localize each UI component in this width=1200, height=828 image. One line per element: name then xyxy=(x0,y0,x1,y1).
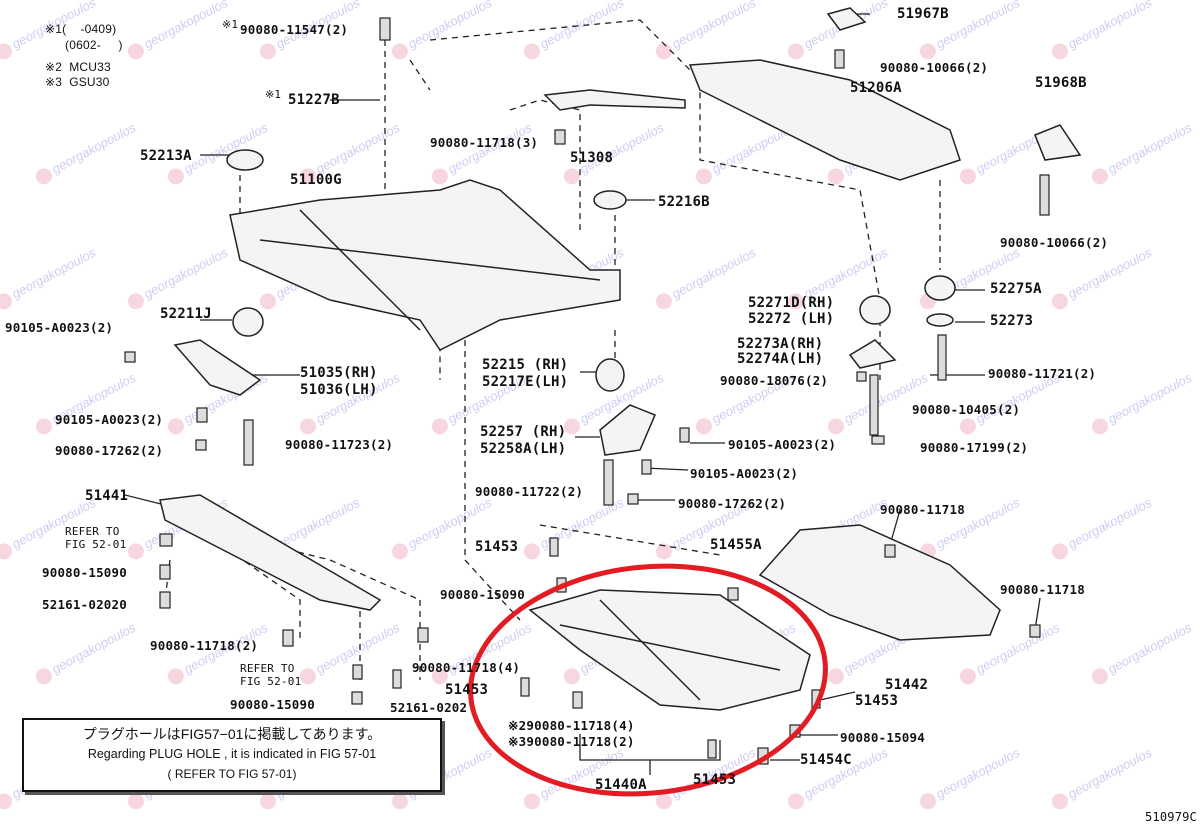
part-number-label: ※390080-11718(2) xyxy=(508,734,635,749)
stabilizer-link-51308 xyxy=(543,89,686,111)
part-number-label: 90080-11721(2) xyxy=(988,366,1097,381)
bracket-52273A xyxy=(848,339,897,369)
figure-code: 510979C xyxy=(1145,810,1197,824)
part-number-label: 52271D(RH) xyxy=(748,295,835,311)
part-number-label: 90105-A0023(2) xyxy=(690,466,799,481)
part-number-label: 52258A(LH) xyxy=(480,441,567,457)
part-number-label: ※1 xyxy=(222,18,239,31)
bracket-51967B xyxy=(826,7,867,31)
part-number-label: 90080-10066(2) xyxy=(880,60,989,75)
note-1a: ※1( -0409) xyxy=(45,22,117,36)
under-cover-51441 xyxy=(159,494,382,611)
part-number-label: 52161-02020 xyxy=(42,597,127,612)
part-number-label: 51227B xyxy=(288,92,340,108)
part-number-label: 51100G xyxy=(290,172,342,188)
part-number-label: 90080-15090 xyxy=(230,697,315,712)
part-number-label: 90080-11718 xyxy=(880,502,965,517)
part-number-label: 52161-0202 xyxy=(390,700,468,715)
plug-hole-note: プラグホールはFIG57−01に掲載してあります。 Regarding PLUG… xyxy=(22,718,442,792)
part-number-label: 51441 xyxy=(85,488,129,504)
part-number-label: 51035(RH) xyxy=(300,365,378,381)
part-number-label: 90080-18076(2) xyxy=(720,373,829,388)
part-number-label: 52272 (LH) xyxy=(748,311,835,327)
part-number-label: 90080-15090 xyxy=(440,587,525,602)
part-number-label: 90080-11718(4) xyxy=(412,660,521,675)
bracket-51968B xyxy=(1034,124,1082,161)
part-number-label: 90105-A0023(2) xyxy=(55,412,164,427)
part-number-label: 51453 xyxy=(693,772,737,788)
part-number-label: 52273A(RH) xyxy=(737,336,824,352)
part-number-label: 51455A xyxy=(710,537,762,553)
part-number-label: 52274A(LH) xyxy=(737,351,824,367)
part-number-label: 52217E(LH) xyxy=(482,374,569,390)
part-number-label: 90080-17199(2) xyxy=(920,440,1029,455)
part-number-label: 51453 xyxy=(475,539,519,555)
part-number-label: 90080-15094 xyxy=(840,730,925,745)
part-number-label: 51206A xyxy=(850,80,902,96)
part-number-label: 52215 (RH) xyxy=(482,357,569,373)
part-number-label: 90080-10066(2) xyxy=(1000,235,1109,250)
engine-under-cover-51440A xyxy=(528,589,811,711)
note-3: ※3 GSU30 xyxy=(45,75,110,89)
part-number-label: FIG 52-01 xyxy=(240,675,302,688)
part-number-label: 51968B xyxy=(1035,75,1087,91)
dashed-leader-lines xyxy=(124,13,1041,775)
part-number-label: 90080-11718 xyxy=(1000,582,1085,597)
part-number-label: 51454C xyxy=(800,752,852,768)
note-1b: (0602- ) xyxy=(65,38,123,52)
note-jp: プラグホールはFIG57−01に掲載してあります。 xyxy=(82,726,382,742)
part-shapes xyxy=(159,7,1082,711)
part-number-label: FIG 52-01 xyxy=(65,538,127,551)
part-number-label: 52257 (RH) xyxy=(480,424,567,440)
part-number-label: 90080-15090 xyxy=(42,565,127,580)
part-number-label: 52211J xyxy=(160,306,212,322)
part-number-label: 90080-10405(2) xyxy=(912,402,1021,417)
note-ref: ( REFER TO FIG 57-01) xyxy=(167,767,297,781)
part-number-label: REFER TO xyxy=(240,662,295,675)
part-number-label: 52275A xyxy=(990,281,1042,297)
part-number-label: REFER TO xyxy=(65,525,120,538)
part-number-label: 51036(LH) xyxy=(300,382,378,398)
subframe-51100G xyxy=(229,179,621,351)
part-number-label: 90080-11722(2) xyxy=(475,484,584,499)
part-number-label: 51442 xyxy=(885,677,929,693)
part-number-label: 90080-17262(2) xyxy=(678,496,787,511)
note-en: Regarding PLUG HOLE , it is indicated in… xyxy=(87,747,377,761)
part-number-label: 51453 xyxy=(445,682,489,698)
part-number-label: 51308 xyxy=(570,150,614,166)
part-number-label: 51967B xyxy=(897,6,949,22)
part-number-label: 52213A xyxy=(140,148,192,164)
part-number-label: ※290080-11718(4) xyxy=(508,718,635,733)
note-2: ※2 MCU33 xyxy=(45,60,111,74)
part-number-label: 51440A xyxy=(595,777,647,793)
part-number-label: 52273 xyxy=(990,313,1034,329)
part-number-label: 52216B xyxy=(658,194,710,210)
part-number-label: 90080-17262(2) xyxy=(55,443,164,458)
part-number-label: 90105-A0023(2) xyxy=(728,437,837,452)
crossmember-51206A xyxy=(688,59,961,181)
bracket-52257 xyxy=(599,404,656,456)
part-number-label: 90080-11723(2) xyxy=(285,437,394,452)
part-number-label: 90080-11718(2) xyxy=(150,638,259,653)
bracket-51035 xyxy=(173,339,262,396)
part-number-label: 51453 xyxy=(855,693,899,709)
part-number-label: 90080-11718(3) xyxy=(430,135,539,150)
highlight-circle xyxy=(468,563,828,797)
part-number-label: 90080-11547(2) xyxy=(240,22,349,37)
part-number-label: 90105-A0023(2) xyxy=(5,320,114,335)
part-number-label: ※1 xyxy=(265,88,282,101)
under-cover-51442 xyxy=(758,524,1001,641)
bolts xyxy=(124,17,1050,765)
